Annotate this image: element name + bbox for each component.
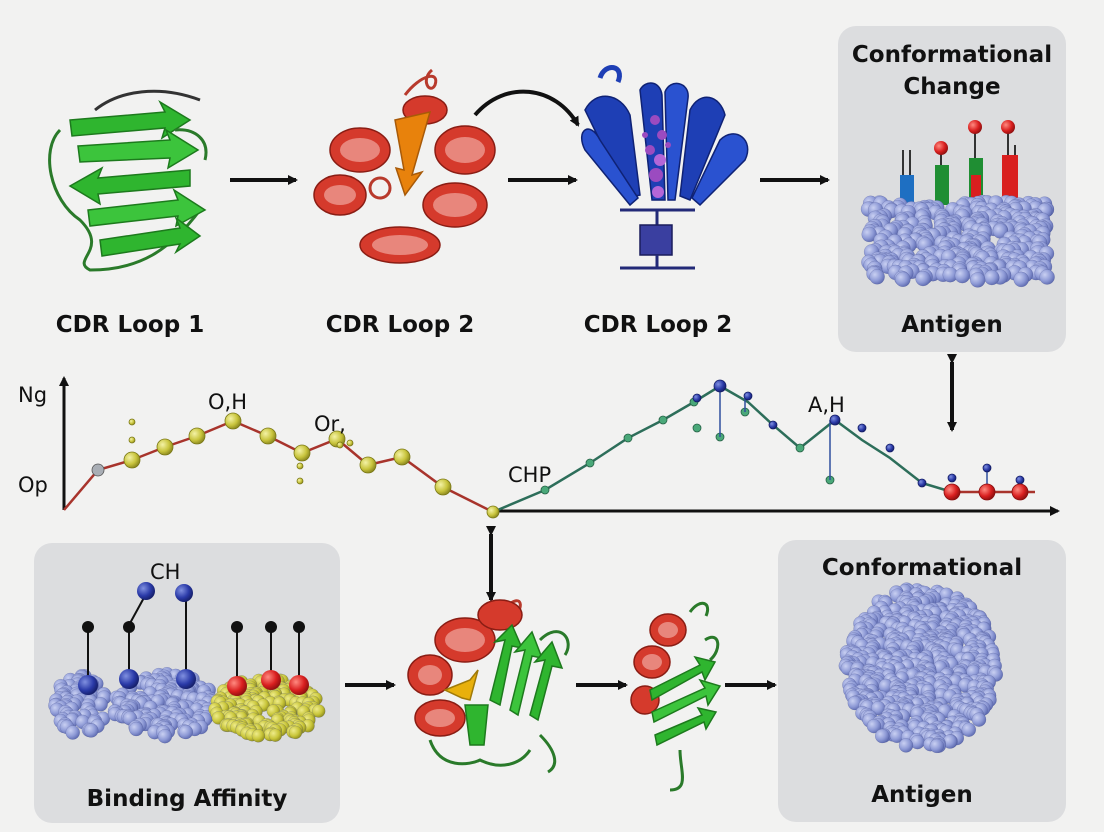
curve-right bbox=[492, 384, 953, 514]
label-cdr-loop-2b: CDR Loop 2 bbox=[583, 312, 733, 338]
peak-label-right: A,H bbox=[808, 393, 845, 417]
label-antigen-bottom: Antigen bbox=[871, 782, 973, 808]
label-cdr-loop-2a: CDR Loop 2 bbox=[325, 312, 475, 338]
y-label-bottom: Op bbox=[18, 473, 48, 497]
panel-title-line-2: Change bbox=[903, 74, 1001, 100]
label-antigen-top: Antigen bbox=[901, 312, 1003, 338]
cdr-loop-2-protein-b bbox=[580, 65, 749, 270]
energy-plot bbox=[59, 376, 1060, 519]
binding-affinity-illustration bbox=[48, 582, 326, 744]
label-conformational: Conformational bbox=[821, 555, 1023, 581]
small-protein bbox=[630, 601, 722, 792]
panel-title-line-1: Conformational bbox=[851, 42, 1053, 68]
peak-label-left: O,H bbox=[208, 390, 247, 414]
label-chp: CHP bbox=[508, 463, 552, 487]
cdr-loop-2-protein-a bbox=[313, 68, 496, 264]
label-ch: CH bbox=[150, 560, 181, 584]
label-or: Or, bbox=[314, 412, 346, 436]
antigen-with-pins bbox=[860, 120, 1055, 288]
cdr-loop-1-protein bbox=[48, 89, 208, 272]
label-binding-affinity: Binding Affinity bbox=[86, 786, 288, 812]
conformational-change-panel bbox=[838, 26, 1066, 352]
label-cdr-loop-1: CDR Loop 1 bbox=[55, 312, 205, 338]
y-label-top: Ng bbox=[18, 383, 48, 407]
complex-protein bbox=[407, 599, 570, 774]
antigen-sphere bbox=[838, 582, 1004, 754]
curved-arrow bbox=[473, 89, 580, 127]
